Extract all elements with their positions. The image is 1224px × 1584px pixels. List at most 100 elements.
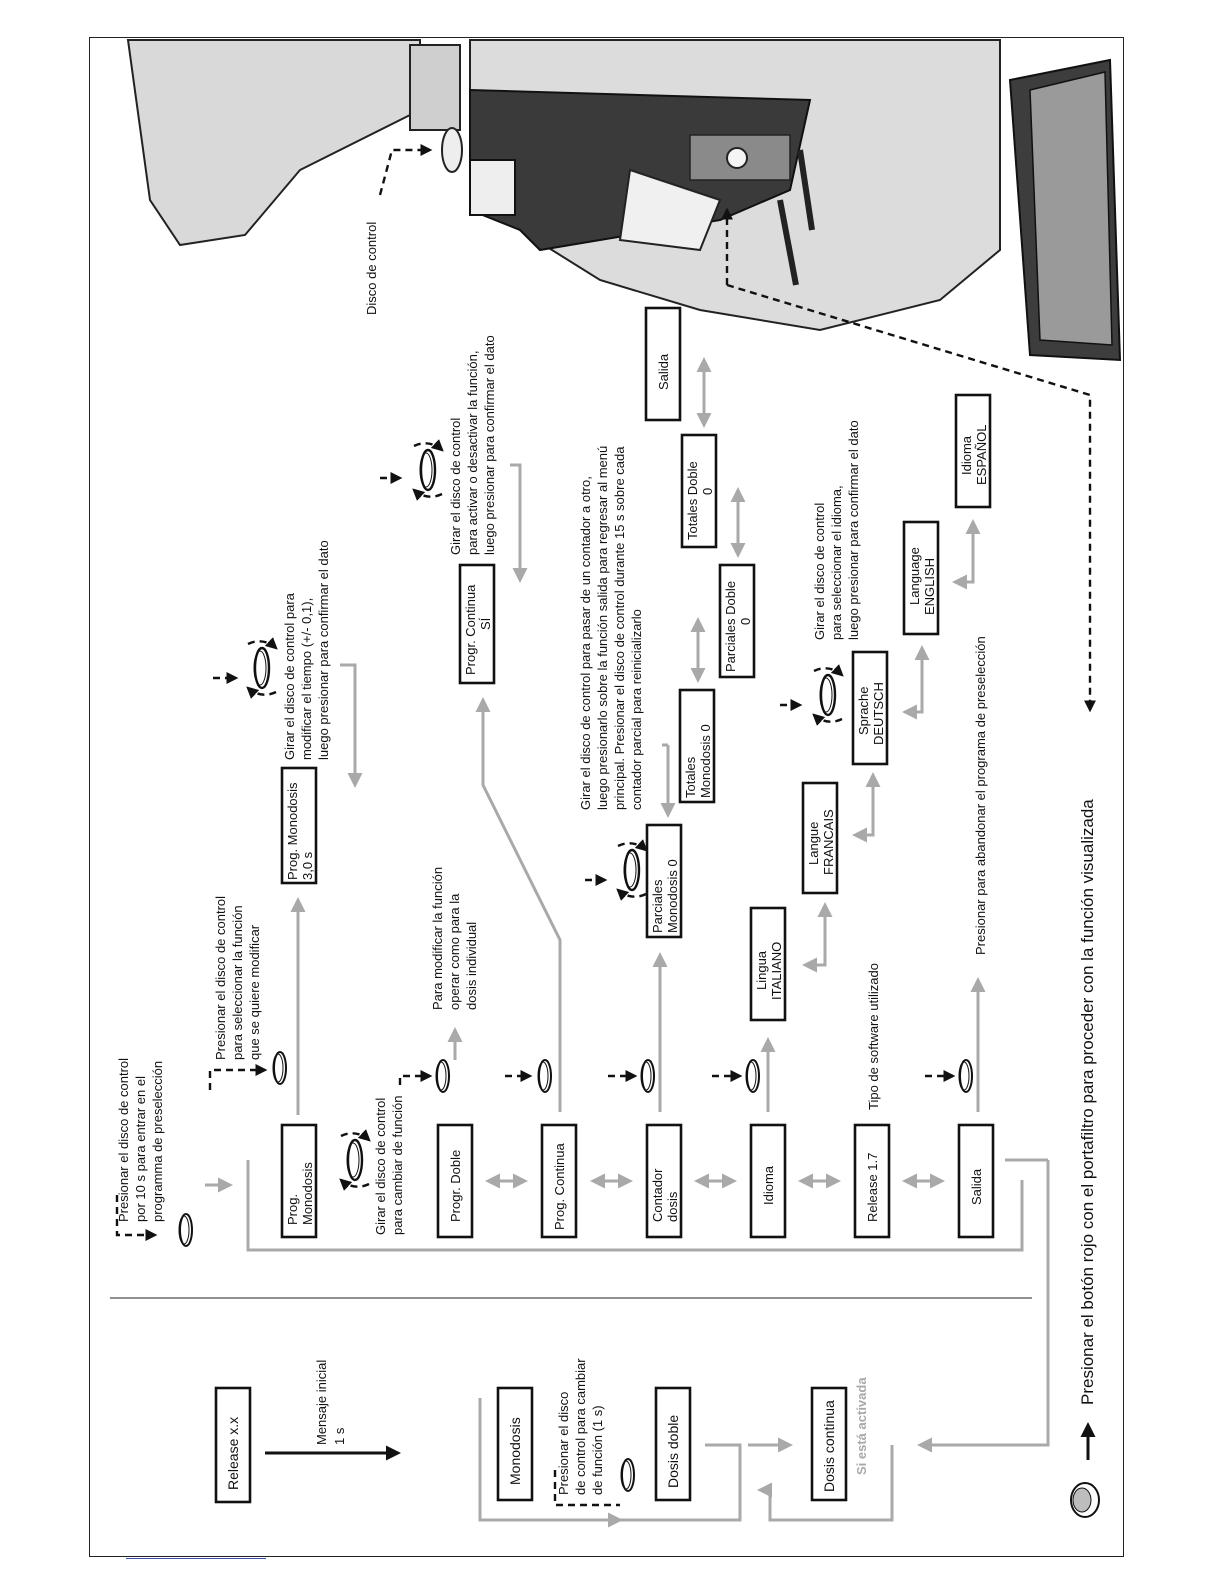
menu-contador-dosis xyxy=(645,1123,683,1239)
svg-text:Language: Language xyxy=(907,547,922,605)
counter-totales-doble xyxy=(680,433,718,549)
svg-text:ENGLISH: ENGLISH xyxy=(922,558,937,615)
svg-text:Release 1.7: Release 1.7 xyxy=(865,1153,880,1222)
continua-value-box xyxy=(458,563,496,685)
svg-text:Release x.x: Release x.x xyxy=(225,1417,241,1490)
svg-text:Salida: Salida xyxy=(969,1168,984,1205)
svg-text:Monodosis 0: Monodosis 0 xyxy=(698,724,713,798)
counter-parciales-mono xyxy=(645,823,683,939)
svg-text:para activar o desactivar la f: para activar o desactivar la función, xyxy=(465,351,480,556)
svg-text:0: 0 xyxy=(700,488,715,495)
svg-text:Prog. Monodosis: Prog. Monodosis xyxy=(285,782,300,880)
counter-totales-mono xyxy=(678,688,716,804)
lang-italiano xyxy=(749,906,787,1022)
svg-text:de función (1 s): de función (1 s) xyxy=(590,1405,605,1495)
menu-salida xyxy=(957,1123,995,1239)
svg-text:Sprache: Sprache xyxy=(856,687,871,735)
svg-text:luego presionar para confirmar: luego presionar para confirmar el dato xyxy=(482,335,497,555)
lang-espanol xyxy=(954,393,992,509)
svg-text:Prog. Continua: Prog. Continua xyxy=(552,1143,567,1230)
lang-francais xyxy=(801,781,839,895)
svg-text:operar como para la: operar como para la xyxy=(447,893,462,1010)
counter-parciales-doble xyxy=(718,563,756,679)
rotate-disk-icon xyxy=(341,1133,369,1186)
language-submenu: Lingua ITALIANO Langue FRANCAIS Sprache … xyxy=(749,393,992,1112)
svg-text:1 s: 1 s xyxy=(332,1427,347,1445)
svg-text:Prog.: Prog. xyxy=(285,1194,300,1225)
svg-text:luego presionar para confirmar: luego presionar para confirmar el dato xyxy=(316,540,331,760)
svg-text:Mensaje inicial: Mensaje inicial xyxy=(314,1360,329,1445)
svg-text:Presionar el disco de control: Presionar el disco de control xyxy=(116,1058,131,1222)
svg-text:Contador: Contador xyxy=(650,1168,665,1222)
control-disk-icon xyxy=(620,1458,635,1492)
menu-idioma xyxy=(749,1123,787,1239)
doble-note: Para modificar la función operar como pa… xyxy=(430,867,479,1060)
svg-text:Parciales Doble: Parciales Doble xyxy=(723,581,738,672)
svg-text:Progr. Continua: Progr. Continua xyxy=(463,584,478,675)
svg-text:Dosis doble: Dosis doble xyxy=(665,1415,681,1488)
svg-text:DEUTSCH: DEUTSCH xyxy=(871,682,886,745)
svg-text:FRANCAIS: FRANCAIS xyxy=(821,809,836,875)
monodosis-box xyxy=(496,1386,534,1502)
svg-text:Dosis continua: Dosis continua xyxy=(821,1400,837,1492)
svg-text:Langue: Langue xyxy=(806,822,821,865)
svg-text:Girar el disco de control: Girar el disco de control xyxy=(812,503,827,640)
svg-text:Totales: Totales xyxy=(683,756,698,798)
continua-submenu: Progr. Continua SÍ Girar el disco de con… xyxy=(380,335,562,1112)
svg-text:Monodosis: Monodosis xyxy=(507,1417,523,1485)
dosis-doble-box xyxy=(654,1386,692,1502)
menu-prog-monodosis xyxy=(280,1123,318,1239)
lang-english xyxy=(902,520,940,636)
svg-text:luego presionarlo sobre la fun: luego presionarlo sobre la función salid… xyxy=(595,446,610,810)
control-disk[interactable] xyxy=(441,127,463,173)
svg-text:de control para cambiar: de control para cambiar xyxy=(573,1358,588,1495)
svg-text:ESPAÑOL: ESPAÑOL xyxy=(974,425,989,485)
svg-text:Idioma: Idioma xyxy=(761,1165,776,1205)
svg-text:Disco de control: Disco de control xyxy=(364,222,379,315)
svg-text:Presionar el botón rojo con el: Presionar el botón rojo con el portafilt… xyxy=(1078,799,1097,1405)
page-frame xyxy=(89,37,1124,1557)
espresso-grinder-illustration xyxy=(126,39,1122,362)
svg-text:3,0 s: 3,0 s xyxy=(300,851,315,880)
svg-text:para cambiar de función: para cambiar de función xyxy=(390,1096,405,1235)
svg-text:que se quiere modificar: que se quiere modificar xyxy=(247,924,262,1060)
svg-text:dosis: dosis xyxy=(665,1191,680,1222)
monodosis-submenu: Prog. Monodosis 3,0 s Girar el disco de … xyxy=(213,540,363,1115)
lang-deutsch xyxy=(851,650,889,766)
red-button[interactable] xyxy=(726,147,748,169)
svg-text:Tipo de software utilizado: Tipo de software utilizado xyxy=(866,963,881,1110)
pointer-to-press xyxy=(726,283,1096,713)
release-box xyxy=(214,1386,252,1504)
control-disk-label: Disco de control xyxy=(364,222,379,315)
main-menu: Prog. Monodosis Progr. Doble Prog. Conti… xyxy=(208,896,1048,1252)
menu-prog-continua xyxy=(540,1123,578,1239)
svg-text:Girar el disco de control para: Girar el disco de control para pasar de … xyxy=(578,476,593,810)
svg-text:Girar el disco de control: Girar el disco de control xyxy=(448,418,463,555)
svg-text:Girar el disco de control para: Girar el disco de control para xyxy=(282,592,297,760)
svg-text:Parciales: Parciales xyxy=(650,879,665,933)
press-pointer xyxy=(553,1470,620,1507)
svg-text:Salida: Salida xyxy=(656,353,671,390)
left-panel: Release x.x Mensaje inicial 1 s Monodosi… xyxy=(110,1160,1050,1528)
menu-release xyxy=(853,1123,891,1239)
dosis-continua-box xyxy=(810,1386,848,1502)
svg-text:modificar el tiempo (+/- 0,1),: modificar el tiempo (+/- 0,1), xyxy=(299,598,314,760)
pointer-control-disk xyxy=(378,144,433,196)
release-exit-notes: Tipo de software utilizado Presionar par… xyxy=(866,636,988,1112)
svg-text:Idioma: Idioma xyxy=(959,435,974,475)
svg-text:Progr. Doble: Progr. Doble xyxy=(448,1150,463,1222)
enter-note: Presionar el disco de control por 10 s p… xyxy=(115,1058,233,1247)
svg-text:principal. Presionar el disco: principal. Presionar el disco de control… xyxy=(612,446,627,810)
svg-text:Lingua: Lingua xyxy=(754,950,769,990)
svg-text:Presionar para abandonar el pr: Presionar para abandonar el programa de … xyxy=(973,636,988,955)
svg-text:para seleccionar la función: para seleccionar la función xyxy=(230,905,245,1060)
svg-text:para seleccionar el idioma,: para seleccionar el idioma, xyxy=(829,485,844,640)
svg-text:Presionar el disco de control: Presionar el disco de control xyxy=(213,896,228,1060)
mono-value-box xyxy=(280,766,318,885)
svg-text:Totales Doble: Totales Doble xyxy=(685,461,700,540)
svg-text:Monodosis 0: Monodosis 0 xyxy=(665,859,680,933)
svg-text:Presionar el disco: Presionar el disco xyxy=(556,1392,571,1495)
svg-text:Girar el disco de control: Girar el disco de control xyxy=(373,1098,388,1235)
menu-progr-doble xyxy=(436,1123,474,1239)
